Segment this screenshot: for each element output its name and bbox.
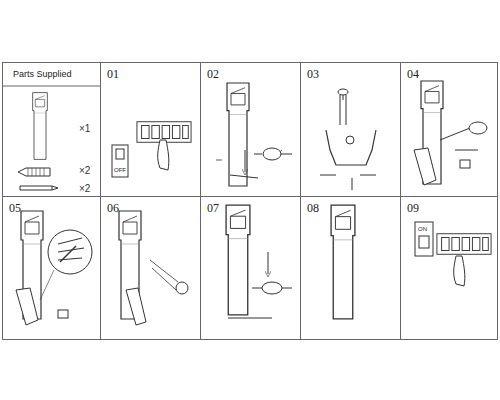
step-number: 02 — [207, 68, 219, 80]
step-panel: 04 — [400, 62, 498, 197]
step-number: 04 — [407, 68, 419, 80]
parts-panel: Parts Supplied ×1 ×2 ×2 — [2, 62, 101, 197]
step-panel: 02 — [200, 62, 301, 197]
step-panel: 05 — [2, 196, 101, 340]
step-number: 09 — [407, 202, 419, 214]
switch-label: OFF — [114, 167, 126, 173]
step-number: 07 — [207, 202, 219, 214]
step-panel: 07 — [200, 196, 301, 340]
quantity: ×2 — [79, 166, 90, 176]
switch-label: ON — [418, 226, 427, 232]
step-panel: 03 — [300, 62, 401, 197]
step-panel: 01 — [100, 62, 201, 197]
quantity: ×1 — [79, 124, 90, 134]
step-number: 08 — [307, 202, 319, 214]
step-panel: 06 — [100, 196, 201, 340]
step-number: 06 — [107, 202, 119, 214]
quantity: ×2 — [79, 184, 90, 194]
step-number: 05 — [9, 202, 21, 214]
step-panel: 08 — [300, 196, 401, 340]
step-panel: 09 — [400, 196, 498, 340]
step-number: 01 — [107, 68, 119, 80]
step-number: 03 — [307, 68, 319, 80]
parts-heading: Parts Supplied — [13, 70, 72, 79]
